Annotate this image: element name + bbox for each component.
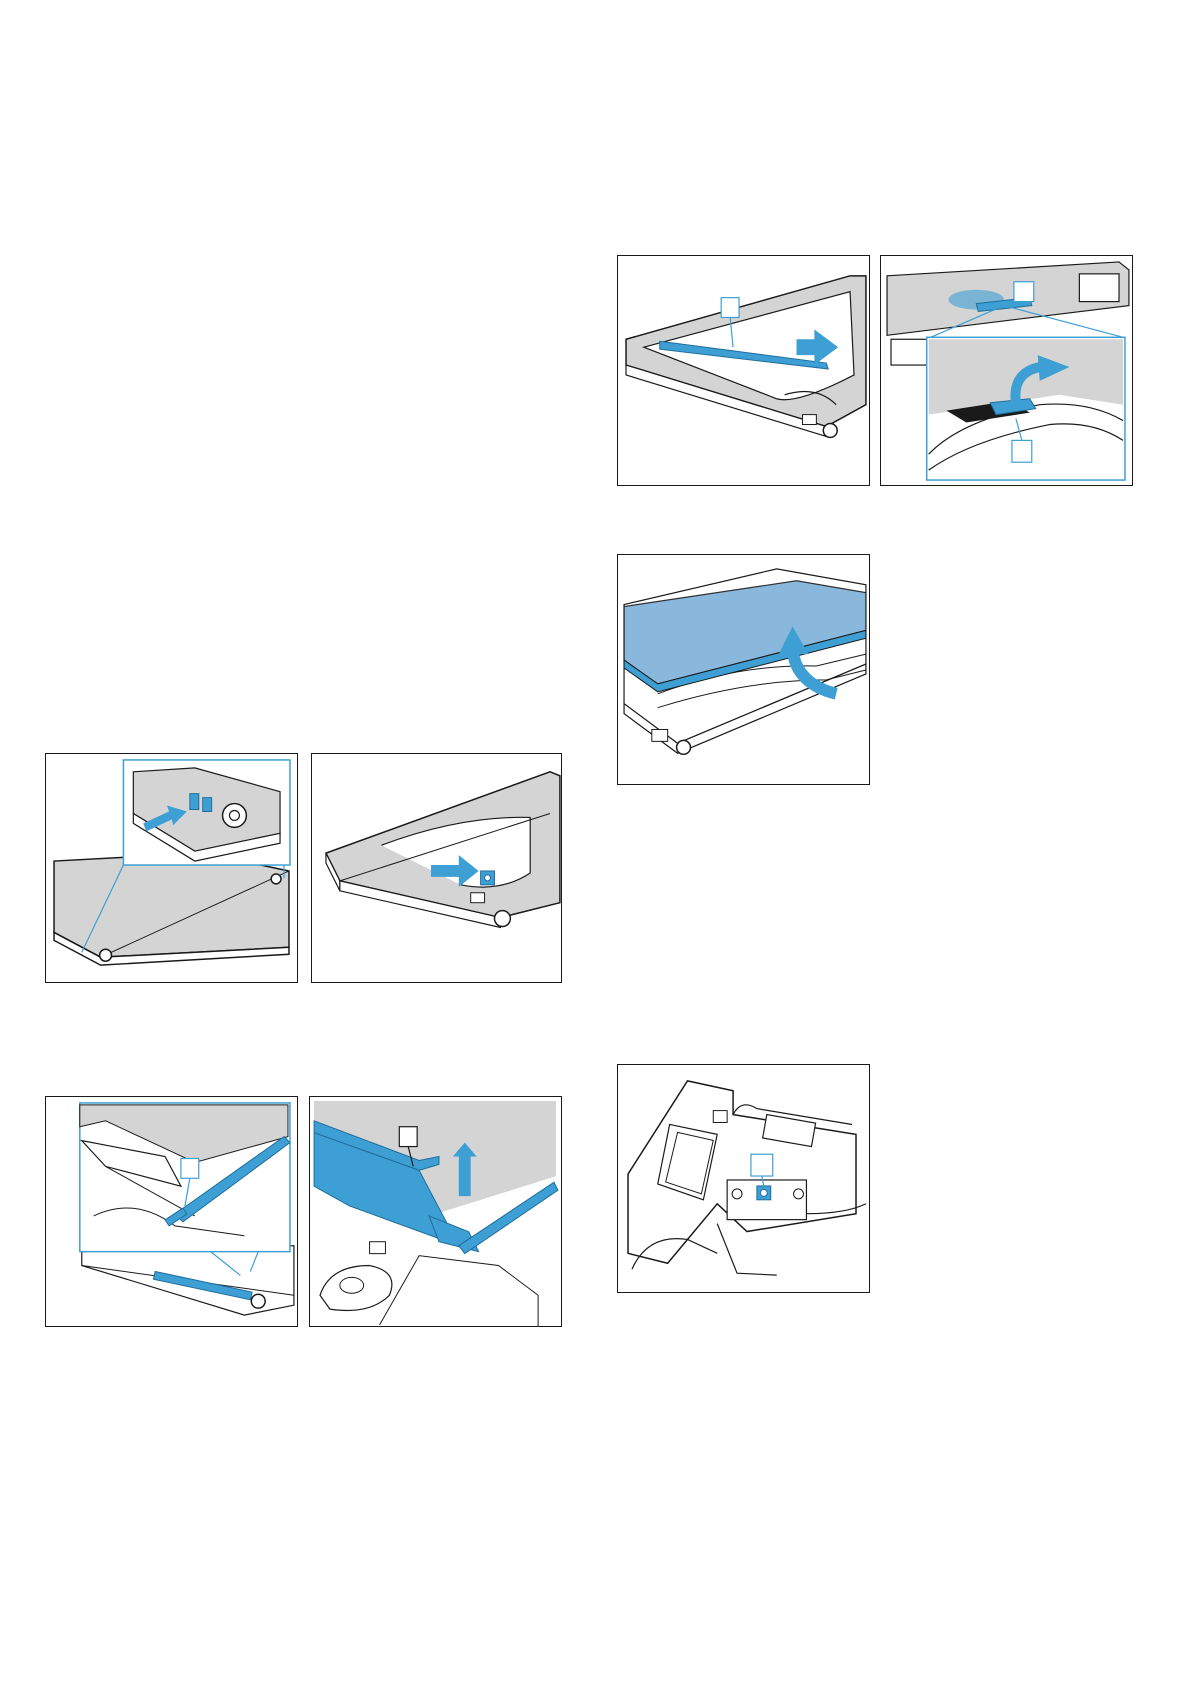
figure-lift-out-glass-pane	[617, 554, 870, 785]
hinge-screw-illustration	[618, 1065, 869, 1292]
figure-hinge-screw	[617, 1064, 870, 1293]
release-clip-screwdriver-illustration	[46, 1097, 297, 1326]
lift-out-glass-pane-illustration	[618, 555, 869, 784]
release-glass-clip-illustration	[881, 256, 1132, 485]
slide-door-cover-illustration	[312, 754, 561, 982]
door-hinge-lock-illustration	[46, 754, 297, 982]
lift-clip-illustration	[310, 1097, 561, 1326]
figure-remove-door-strip	[617, 255, 870, 486]
figure-lift-clip	[309, 1096, 562, 1327]
figure-slide-door-cover	[311, 753, 562, 983]
figure-door-hinge-lock	[45, 753, 298, 983]
figure-release-glass-clip	[880, 255, 1133, 486]
remove-door-strip-illustration	[618, 256, 869, 485]
figure-release-clip-screwdriver	[45, 1096, 298, 1327]
